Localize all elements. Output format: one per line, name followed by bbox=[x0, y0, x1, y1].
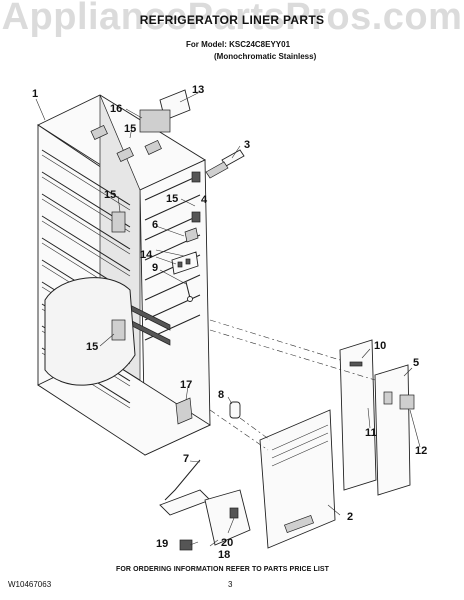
part-20-clip bbox=[229, 507, 239, 519]
part-11-switch bbox=[383, 391, 393, 405]
part-14-hole-b bbox=[185, 258, 191, 265]
side-clip-upper bbox=[191, 171, 201, 183]
callout-1: 1 bbox=[32, 88, 38, 100]
side-clip-lower bbox=[191, 211, 201, 223]
part-2-duct-cover bbox=[259, 409, 336, 549]
callout-15-right: 15 bbox=[166, 193, 178, 205]
part-5-panel bbox=[374, 364, 411, 496]
callout-20: 20 bbox=[221, 537, 233, 549]
drain-tube-part bbox=[205, 149, 245, 179]
callout-3: 3 bbox=[244, 139, 250, 151]
callout-18: 18 bbox=[218, 549, 230, 561]
top-bracket-left bbox=[90, 124, 108, 140]
callout-16: 16 bbox=[110, 103, 122, 115]
wall-sensor-upper bbox=[111, 211, 126, 233]
cover-16 bbox=[139, 109, 171, 133]
site-watermark: AppliancePartsPros.com bbox=[1, 0, 463, 38]
callout-2: 2 bbox=[347, 511, 353, 523]
leader-lines bbox=[35, 91, 421, 547]
part-7-cable bbox=[164, 459, 201, 501]
part-8-bushing bbox=[229, 401, 241, 419]
callout-17: 17 bbox=[180, 379, 192, 391]
callout-13: 13 bbox=[192, 84, 204, 96]
callout-5: 5 bbox=[413, 357, 419, 369]
callout-8: 8 bbox=[218, 389, 224, 401]
part-17-bracket bbox=[175, 397, 193, 425]
part-2-ribs bbox=[271, 424, 329, 467]
part-9-head bbox=[187, 296, 193, 302]
part-14-hole-a bbox=[177, 261, 183, 268]
top-bracket-right bbox=[144, 139, 162, 155]
part-19-cap bbox=[179, 539, 193, 551]
part-9-pin bbox=[185, 281, 191, 299]
document-number: W10467063 bbox=[8, 580, 52, 589]
part-18-housing bbox=[204, 489, 251, 546]
top-bracket-middle bbox=[116, 146, 134, 162]
callout-7: 7 bbox=[183, 453, 189, 465]
part-14-housing bbox=[171, 251, 199, 275]
callout-4: 4 bbox=[201, 194, 208, 206]
variant-line: (Monochromatic Stainless) bbox=[214, 52, 317, 61]
callout-14: 14 bbox=[140, 249, 153, 261]
diagram-title: REFRIGERATOR LINER PARTS bbox=[139, 13, 325, 27]
callout-15-lower: 15 bbox=[86, 341, 98, 353]
callout-19: 19 bbox=[156, 538, 168, 550]
callout-9: 9 bbox=[152, 262, 158, 274]
model-line: For Model: KSC24C8EYY01 bbox=[186, 40, 291, 49]
part-10-slot bbox=[349, 361, 363, 367]
callout-15-top: 15 bbox=[124, 123, 136, 135]
callout-15-left: 15 bbox=[104, 189, 116, 201]
page-number: 3 bbox=[228, 580, 233, 589]
callout-6: 6 bbox=[152, 219, 158, 231]
part-12-control bbox=[399, 394, 415, 410]
part-6 bbox=[184, 227, 199, 243]
liner-assembly bbox=[37, 94, 211, 456]
callout-11: 11 bbox=[365, 427, 377, 439]
callout-12: 12 bbox=[415, 445, 427, 457]
part-2-label bbox=[284, 515, 314, 533]
crisper-opening bbox=[44, 277, 136, 386]
part-7-heater bbox=[159, 489, 211, 516]
wall-sensor-lower bbox=[111, 319, 126, 341]
callout-10: 10 bbox=[374, 340, 386, 352]
ordering-note: FOR ORDERING INFORMATION REFER TO PARTS … bbox=[116, 566, 330, 573]
